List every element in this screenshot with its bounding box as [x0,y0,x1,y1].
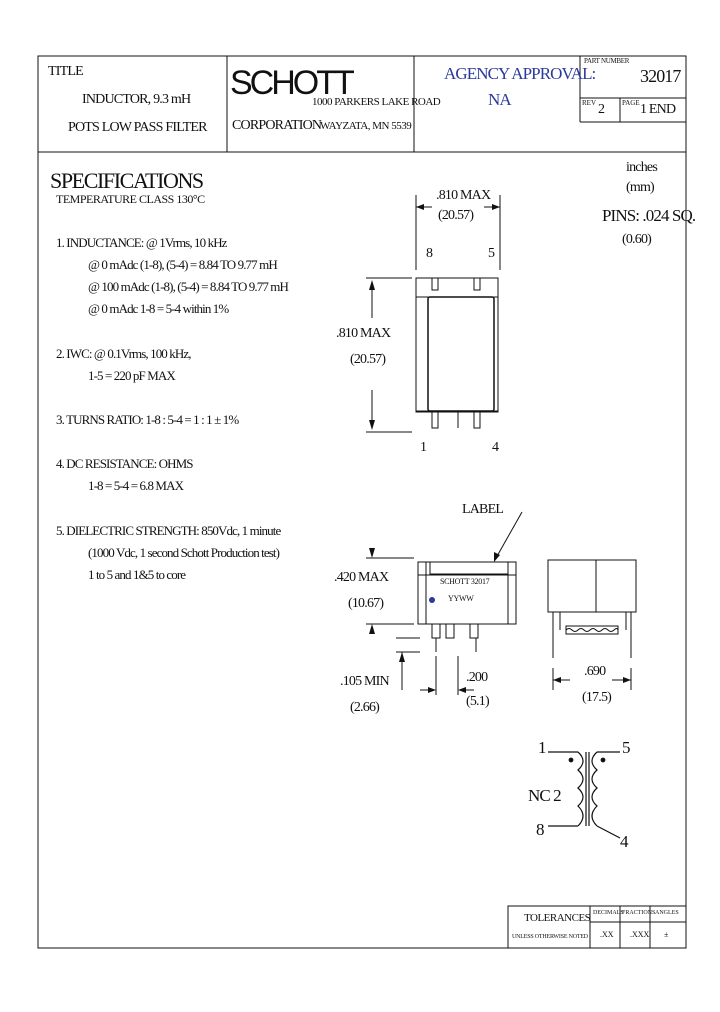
schematic-pin-1: 1 [538,738,546,757]
specifications-heading: SPECIFICATIONS [50,168,204,193]
tol-decimals-value: .XX [600,930,614,939]
standoff-mm: (2.66) [350,700,380,715]
tol-angles-value: ± [664,930,669,939]
pin-pitch-dim: .200 [466,670,488,685]
part-number-label: PART NUMBER [584,57,630,65]
tol-fractions-value: .XXX [630,930,650,939]
pin-label-5: 5 [488,246,495,261]
side-height-dim: .420 MAX [334,570,389,585]
side-height-mm: (10.67) [348,596,384,611]
spec-line: (1000 Vdc, 1 second Schott Production te… [88,545,280,560]
address-line-1: 1000 PARKERS LAKE ROAD [312,96,441,108]
top-view-body [415,277,499,413]
agency-approval-label: AGENCY APPROVAL: [444,64,596,83]
tolerance-block [507,905,687,949]
depth-mm: (17.5) [582,690,612,705]
schematic-pin-5: 5 [622,738,630,757]
part-number: 32017 [640,66,681,86]
side-view-body [417,561,517,625]
part-label-text: SCHOTT 32017 [440,577,490,586]
title-line-1: INDUCTOR, 9.3 mH [82,92,191,107]
title-label: TITLE [48,64,84,79]
company-name: CORPORATION [232,118,322,133]
address-line-2: WAYZATA, MN 5539 [320,120,412,132]
tol-angles-label: ANGLES [655,910,679,916]
top-width-dim: .810 MAX [436,188,491,203]
tol-fractions-label: FRACTIONS [622,910,656,916]
pin-label-4: 4 [492,440,499,455]
label-callout: LABEL [462,502,504,517]
standoff-dim: .105 MIN [340,674,390,689]
agency-approval-value: NA [488,90,512,109]
spec-line: 1-5 = 220 pF MAX [88,368,176,383]
schematic-nc-2: NC 2 [528,786,562,805]
spec-line: 3. TURNS RATIO: 1-8 : 5-4 = 1 : 1 ± 1% [56,412,239,427]
spec-line: @ 0 mAdc 1-8 = 5-4 within 1% [88,301,229,316]
part-label-datecode: YYWW [448,594,474,603]
spec-line: 1. INDUCTANCE: @ 1Vrms, 10 kHz [56,235,227,250]
pin-label-8: 8 [426,246,433,261]
top-height-dim: .810 MAX [336,326,391,341]
spec-line: 4. DC RESISTANCE: OHMS [56,456,194,471]
tolerances-subheading: UNLESS OTHERWISE NOTED [512,934,588,940]
rev-value: 2 [598,102,605,117]
spec-line: 5. DIELECTRIC STRENGTH: 850Vdc, 1 minute [56,523,281,538]
units-mm: (mm) [626,180,655,195]
spec-line: 2. IWC: @ 0.1Vrms, 100 kHz, [56,346,191,361]
pin1-dot-icon [429,597,435,603]
schott-logo: SCHOTT [230,64,355,102]
schematic-pin-4: 4 [620,832,628,851]
units-inches: inches [626,160,658,175]
transformer-schematic [548,751,621,839]
page-label: PAGE [622,99,640,107]
top-height-mm: (20.57) [350,352,386,367]
pins-size-mm: (0.60) [622,232,652,247]
pins-size: PINS: .024 SQ. [602,206,696,225]
tolerances-heading: TOLERANCES [524,912,591,924]
page-value: 1 END [640,102,676,117]
spec-line: 1 to 5 and 1&5 to core [88,567,186,582]
title-line-2: POTS LOW PASS FILTER [68,120,208,135]
temperature-class: TEMPERATURE CLASS 130°C [56,192,205,206]
spec-line: @ 0 mAdc (1-8), (5-4) = 8.84 TO 9.77 mH [88,257,278,272]
end-view-body [547,559,637,613]
spec-line: 1-8 = 5-4 = 6.8 MAX [88,478,184,493]
rev-label: REV [582,99,596,107]
pin-label-1: 1 [420,440,427,455]
tol-decimals-label: DECIMALS [593,910,624,916]
schematic-pin-8: 8 [536,820,544,839]
spec-line: @ 100 mAdc (1-8), (5-4) = 8.84 TO 9.77 m… [88,279,289,294]
top-width-mm: (20.57) [438,208,474,223]
drawing-frame [37,55,687,949]
pin-pitch-mm: (5.1) [466,694,490,709]
depth-dim: .690 [584,664,606,679]
